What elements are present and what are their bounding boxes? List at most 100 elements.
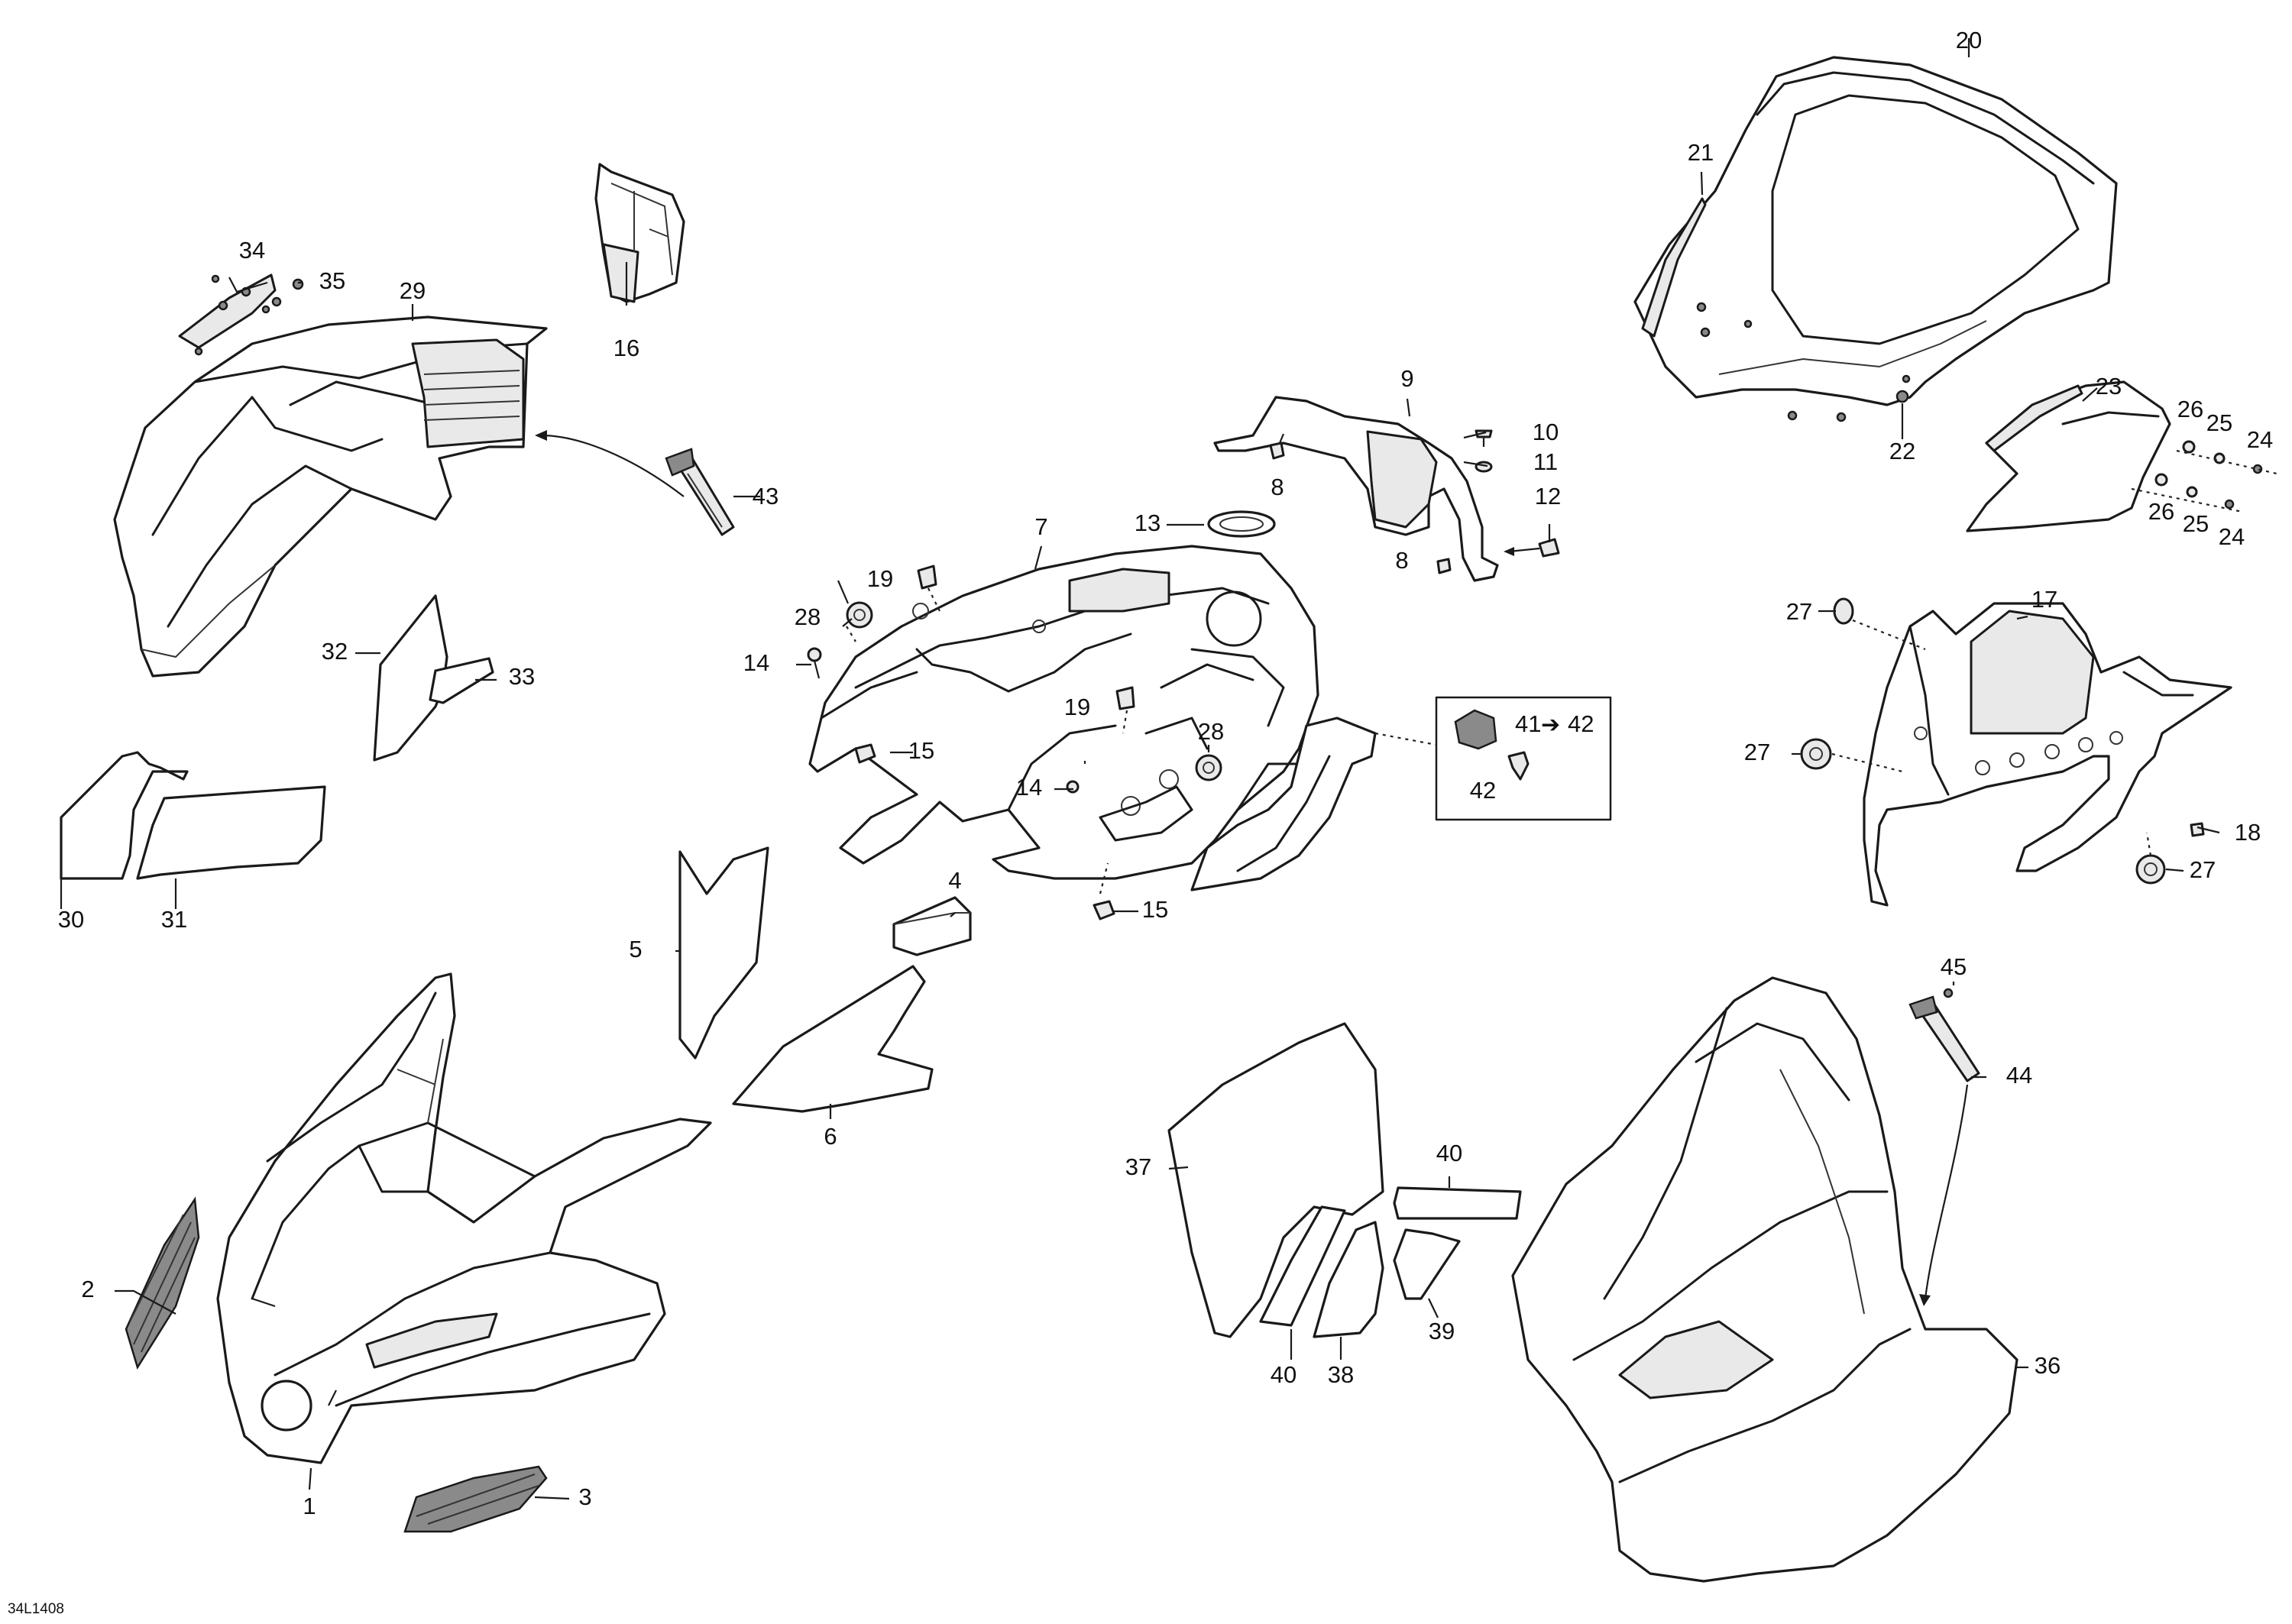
- callout-26b: 26: [2148, 498, 2174, 525]
- part-20-windshield: [1633, 56, 2118, 422]
- part-28-grommet-a: [846, 601, 873, 629]
- part-5-pad: [678, 846, 769, 1059]
- callout-43: 43: [753, 483, 779, 510]
- part-21-strip: [1641, 197, 1707, 338]
- part-36-side-panel: [1511, 976, 2018, 1583]
- callout-4: 4: [948, 867, 961, 894]
- callout-36: 36: [2035, 1352, 2061, 1379]
- part-24-26-hardware: [2154, 440, 2263, 510]
- callout-27c: 27: [2190, 856, 2216, 883]
- part-30-pad: [60, 751, 189, 880]
- callout-17: 17: [2031, 586, 2057, 613]
- part-7-console: [808, 545, 1319, 880]
- callout-19a: 19: [867, 565, 893, 592]
- part-16-duct: [594, 163, 685, 303]
- callout-11: 11: [1533, 448, 1558, 475]
- part-43-clip: [665, 448, 735, 536]
- callout-35: 35: [319, 267, 345, 294]
- callout-25a: 25: [2206, 409, 2232, 436]
- callout-24a: 24: [2247, 426, 2273, 453]
- part-31-pad: [136, 785, 326, 880]
- part-27-grommet-b: [1800, 738, 1832, 770]
- callout-27b: 27: [1744, 739, 1770, 765]
- part-3-grille: [403, 1465, 548, 1533]
- part-27-grommet-a: [1833, 597, 1854, 625]
- callout-25b: 25: [2183, 510, 2209, 537]
- part-8-screw-a: [1269, 442, 1285, 460]
- part-15-nut-a: [854, 743, 876, 764]
- callout-26a: 26: [2177, 396, 2203, 422]
- part-22-nut: [1895, 390, 1909, 403]
- callout-2: 2: [81, 1276, 94, 1302]
- part-18-screw: [2190, 822, 2205, 837]
- part-38-pad: [1313, 1221, 1384, 1338]
- dotted-guides: [846, 587, 1437, 894]
- arrow-head: [1504, 547, 1514, 556]
- part-45-screw: [1943, 988, 1954, 998]
- callout-33: 33: [509, 663, 535, 690]
- callout-labels: 1 2 3 4 5 6 7 8 8 9 10 11 12 13 14 14 15…: [58, 27, 2273, 1519]
- part-34-bracket: [178, 273, 277, 356]
- part-28-grommet-b: [1195, 754, 1222, 781]
- part-9-bracket: [1213, 396, 1499, 582]
- diagram-code: 34L1408: [8, 1601, 64, 1617]
- part-19-clip-a: [917, 565, 937, 590]
- part-39-pad: [1393, 1228, 1461, 1300]
- dotted-leaders: [2131, 449, 2277, 513]
- callout-14b: 14: [1016, 774, 1042, 801]
- callout-23: 23: [2096, 373, 2122, 400]
- arrow-head: [1919, 1294, 1931, 1306]
- callout-30: 30: [58, 906, 84, 933]
- part-40-pad-b: [1393, 1186, 1522, 1220]
- callout-38: 38: [1328, 1361, 1354, 1388]
- callout-39: 39: [1429, 1318, 1455, 1344]
- part-1-nose: [216, 972, 712, 1464]
- callout-15a: 15: [908, 737, 934, 764]
- callout-8b: 8: [1395, 547, 1408, 574]
- part-11-washer: [1475, 461, 1493, 473]
- callout-6: 6: [824, 1123, 837, 1150]
- callout-21: 21: [1688, 139, 1714, 166]
- leader-44-arrow: [1924, 1084, 1969, 1299]
- callout-20: 20: [1956, 27, 1982, 53]
- callout-28a: 28: [795, 603, 821, 630]
- callout-8a: 8: [1271, 474, 1284, 500]
- part-box-41-42: [1435, 696, 1612, 821]
- part-23-panel: [1966, 380, 2171, 532]
- callout-32: 32: [322, 638, 348, 665]
- callout-31: 31: [161, 906, 187, 933]
- part-14-screw-b: [1066, 780, 1080, 794]
- part-15-nut-b: [1093, 900, 1115, 920]
- callout-7: 7: [1034, 513, 1047, 540]
- callout-29: 29: [400, 277, 426, 304]
- part-2-grille: [125, 1196, 200, 1370]
- callout-41: 41: [1515, 710, 1541, 737]
- box-label-41-42: 41 ➔ 42: [1515, 710, 1594, 738]
- part-44-clip: [1908, 995, 1980, 1082]
- callout-9: 9: [1400, 365, 1413, 392]
- callout-24b: 24: [2219, 523, 2245, 550]
- leader-43-arrow: [540, 434, 685, 497]
- callout-41-target: 42: [1568, 710, 1594, 737]
- callout-22: 22: [1889, 438, 1915, 464]
- part-6-pad: [732, 965, 934, 1113]
- part-27-grommet-c: [2135, 854, 2166, 885]
- part-40-pad-a: [1259, 1205, 1346, 1327]
- part-17-bracket: [1863, 602, 2232, 907]
- callout-18: 18: [2235, 819, 2261, 846]
- part-13-ring: [1207, 510, 1276, 538]
- callout-28b: 28: [1198, 718, 1224, 745]
- callout-5: 5: [629, 936, 642, 962]
- callout-15b: 15: [1142, 896, 1168, 923]
- part-8-screw-b: [1436, 558, 1452, 574]
- callout-42: 42: [1470, 777, 1496, 804]
- part-19-clip-b: [1115, 686, 1135, 710]
- leader-lines: [60, 38, 2220, 1500]
- callout-1: 1: [303, 1493, 316, 1519]
- part-33-pad: [429, 657, 494, 704]
- part-4-pad: [892, 896, 972, 956]
- part-29-hood: [113, 315, 548, 678]
- callout-3: 3: [578, 1483, 591, 1510]
- callout-40a: 40: [1436, 1140, 1462, 1166]
